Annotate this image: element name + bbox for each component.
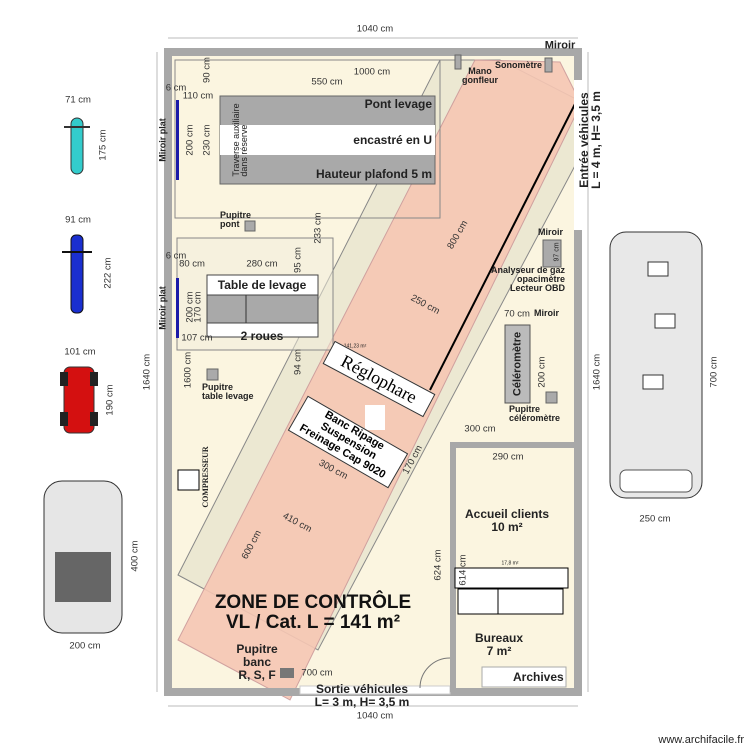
celerometre bbox=[504, 324, 531, 404]
miroir-3-label: Miroir bbox=[534, 308, 560, 318]
dim-107: 107 cm bbox=[181, 332, 213, 344]
dim-290: 290 cm bbox=[492, 451, 524, 463]
dim-300b: 300 cm bbox=[464, 423, 496, 435]
dim-614: 614 cm bbox=[457, 554, 469, 586]
bureaux-label: Bureaux 7 m² bbox=[474, 630, 524, 658]
dim-90: 90 cm bbox=[201, 57, 213, 83]
dim-6a: 6 cm bbox=[165, 82, 187, 94]
sonometre bbox=[544, 57, 553, 73]
camping-car-icon bbox=[609, 231, 703, 499]
dim-bottom: 1040 cm bbox=[356, 710, 394, 722]
analyseur bbox=[542, 239, 562, 268]
table-deck bbox=[206, 294, 319, 324]
banc-plate bbox=[365, 405, 385, 430]
pupitre-table bbox=[206, 368, 219, 381]
table-levage-label: Table de levage bbox=[217, 278, 307, 292]
hauteur-plafond-label: Hauteur plafond 5 m bbox=[315, 167, 432, 181]
dim-1000: 1000 cm bbox=[353, 66, 391, 78]
dim-top: 1040 cm bbox=[356, 23, 394, 35]
door-swing bbox=[419, 657, 451, 689]
pupitre-banc bbox=[280, 668, 294, 678]
quad-icon bbox=[60, 366, 98, 434]
miroir-2-label: Miroir bbox=[538, 227, 564, 237]
area-zone: 141,23 m² bbox=[343, 343, 367, 350]
scooter-width: 71 cm bbox=[65, 94, 91, 106]
pont-levage-center bbox=[220, 125, 435, 155]
car-length: 400 cm bbox=[129, 540, 141, 572]
dim-70: 70 cm bbox=[504, 308, 530, 320]
mano bbox=[454, 54, 462, 70]
entree-vehicules-label: Entrée véhicules L = 4 m, H= 3,5 m bbox=[577, 91, 603, 189]
deux-roues-label: 2 roues bbox=[240, 329, 284, 343]
archives-label: Archives bbox=[513, 670, 564, 684]
miroir-plat-1-label: Miroir plat bbox=[157, 118, 168, 162]
dim-200a: 200 cm bbox=[184, 124, 196, 156]
sonometre-label: Sonomètre bbox=[495, 60, 543, 70]
traverse-label: Traverse auxiliaire dans réserve bbox=[230, 103, 249, 177]
camping-car-length: 700 cm bbox=[708, 356, 720, 388]
counter bbox=[454, 567, 569, 589]
dim-6b: 6 cm bbox=[165, 250, 187, 262]
dim-1600: 1600 cm bbox=[182, 351, 194, 389]
area-office: 17,8 m² bbox=[501, 560, 519, 567]
compresseur-label: COMPRESSEUR bbox=[201, 446, 210, 508]
dim-95: 95 cm bbox=[292, 247, 304, 273]
miroir-label: Miroir bbox=[544, 39, 576, 52]
compresseur bbox=[177, 469, 200, 491]
office-wall-top bbox=[450, 442, 578, 448]
motorcycle-icon bbox=[62, 234, 92, 314]
analyseur-label: Analyseur de gaz opacimètre Lecteur OBD bbox=[490, 265, 565, 293]
dim-110: 110 cm bbox=[182, 90, 214, 102]
printer bbox=[457, 588, 499, 615]
dim-80: 80 cm bbox=[179, 258, 205, 270]
camping-car-width: 250 cm bbox=[639, 513, 671, 525]
entry-door bbox=[574, 80, 582, 230]
dim-233: 233 cm bbox=[312, 212, 324, 244]
dim-624: 624 cm bbox=[432, 549, 444, 581]
accueil-label: Accueil clients 10 m² bbox=[464, 506, 550, 534]
lane-edge bbox=[429, 99, 578, 391]
zone-controle-title: ZONE DE CONTRÔLE VL / Cat. L = 141 m² bbox=[214, 592, 412, 633]
archives-shelf bbox=[481, 666, 567, 688]
dim-97: 97 cm bbox=[553, 242, 561, 262]
dim-94: 94 cm bbox=[292, 349, 304, 375]
scooter-icon bbox=[64, 117, 90, 175]
moto-width: 91 cm bbox=[65, 214, 91, 226]
pont-zone bbox=[174, 59, 441, 219]
pupitre-banc-label: Pupitre banc R, S, F bbox=[236, 642, 278, 683]
pont-levage-label: Pont levage bbox=[364, 97, 432, 111]
scooter-length: 175 cm bbox=[97, 129, 109, 161]
dim-280: 280 cm bbox=[246, 258, 278, 270]
mirror-plat-1 bbox=[176, 100, 179, 180]
pont-encastre-label: encastré en U bbox=[353, 133, 432, 147]
dim-170a: 170 cm bbox=[192, 291, 204, 323]
dim-230: 230 cm bbox=[201, 124, 213, 156]
dim-right: 1640 cm bbox=[591, 353, 603, 391]
celerometre-label: Céléromètre bbox=[511, 331, 524, 397]
dim-550: 550 cm bbox=[311, 76, 343, 88]
pupitre-table-label: Pupitre table levage bbox=[202, 382, 254, 401]
pupitre-celerometre bbox=[545, 391, 558, 404]
pupitre-pont-label: Pupitre pont bbox=[220, 210, 252, 229]
watermark: www.archifacile.fr bbox=[658, 734, 744, 746]
sortie-vehicules-label: Sortie véhicules L= 3 m, H= 3,5 m bbox=[314, 681, 410, 709]
desk bbox=[497, 588, 564, 615]
moto-length: 222 cm bbox=[102, 257, 114, 289]
dim-200c: 200 cm bbox=[536, 356, 548, 388]
office-wall bbox=[450, 442, 456, 692]
mano-label: Mano gonfleur bbox=[462, 66, 498, 85]
quad-width: 101 cm bbox=[64, 346, 96, 358]
dim-700: 700 cm bbox=[301, 667, 333, 679]
miroir-plat-2-label: Miroir plat bbox=[157, 286, 168, 330]
car-icon bbox=[43, 480, 123, 634]
car-width: 200 cm bbox=[69, 640, 101, 652]
mirror-plat-2 bbox=[176, 278, 179, 338]
dim-left: 1640 cm bbox=[141, 353, 153, 391]
pupitre-celerometre-label: Pupitre céléromètre bbox=[509, 404, 561, 423]
quad-length: 190 cm bbox=[104, 384, 116, 416]
pupitre-pont bbox=[244, 220, 256, 232]
